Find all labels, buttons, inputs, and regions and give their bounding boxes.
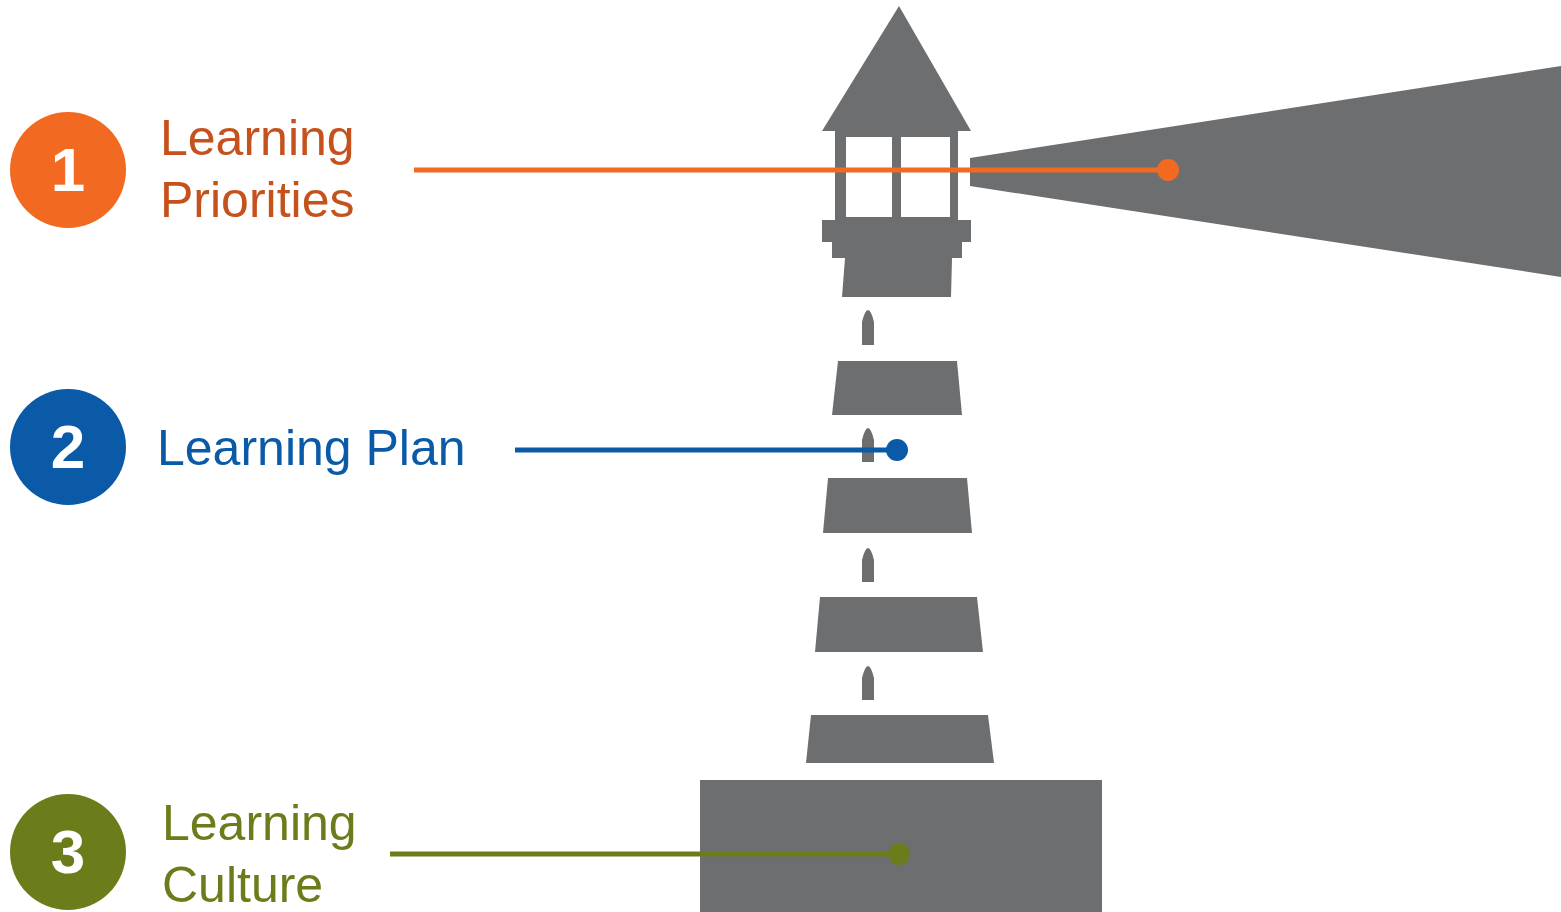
leader-dot — [886, 439, 908, 461]
leader-line — [390, 852, 899, 857]
leader-dot — [888, 843, 910, 865]
callout-number: 3 — [51, 821, 85, 883]
callout-label: Learning Priorities — [160, 107, 400, 231]
tower-band — [823, 478, 972, 533]
lighthouse-base — [700, 780, 1102, 912]
tower-top — [842, 258, 952, 297]
tower-band — [806, 715, 994, 763]
tower-window — [862, 548, 874, 582]
tower-window — [862, 310, 874, 345]
leader-dot — [1157, 159, 1179, 181]
callout-label: Learning Culture — [162, 792, 402, 912]
leader-line — [515, 448, 897, 453]
lantern-room — [835, 131, 958, 221]
callout-number: 1 — [51, 139, 85, 201]
callout-circle: 1 — [10, 112, 126, 228]
callout-circle: 2 — [10, 389, 126, 505]
callout-number: 2 — [51, 416, 85, 478]
callout-node: 3 Learning Culture — [10, 794, 402, 910]
lighthouse-gallery-base — [832, 242, 962, 258]
tower-window — [862, 428, 874, 462]
lighthouse-roof — [822, 6, 971, 131]
tower-band — [832, 361, 962, 415]
lighthouse-gallery — [822, 220, 971, 242]
tower-band — [815, 597, 983, 652]
callout-label: Learning Plan — [157, 417, 577, 479]
tower-window — [862, 666, 874, 700]
leader-line — [414, 168, 1168, 173]
callout-node: 2 Learning Plan — [10, 389, 577, 505]
callout-node: 1Learning Priorities — [10, 112, 400, 228]
callout-circle: 3 — [10, 794, 126, 910]
